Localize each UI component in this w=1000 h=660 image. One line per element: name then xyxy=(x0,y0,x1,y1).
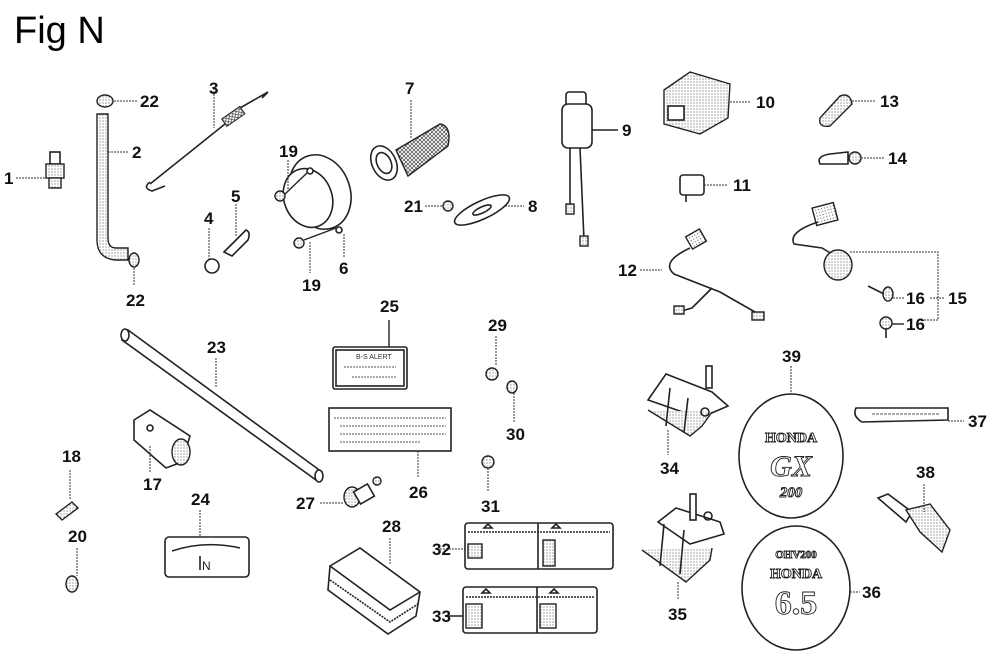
part-34-mount[interactable] xyxy=(646,365,730,437)
part-39-emblem-gx200[interactable]: HONDA GX 200 xyxy=(738,393,844,519)
part-26-warning-label[interactable] xyxy=(328,407,452,452)
part-22-clamp-bottom[interactable] xyxy=(128,252,140,268)
callout-24: 24 xyxy=(191,490,210,509)
part-18-bolt[interactable] xyxy=(54,501,80,521)
part-19-bolt-bottom[interactable] xyxy=(293,227,337,249)
label-24-letter: N xyxy=(202,559,211,573)
callout-16a: 16 xyxy=(906,289,925,308)
part-12-wire-harness[interactable] xyxy=(668,227,765,321)
callout-17: 17 xyxy=(143,475,162,494)
callout-39: 39 xyxy=(782,347,801,366)
part-14-bulb[interactable] xyxy=(818,151,862,165)
callout-25: 25 xyxy=(380,297,399,316)
part-32-caution-label[interactable] xyxy=(464,522,614,570)
part-7-grip[interactable] xyxy=(366,123,450,184)
callout-19a: 19 xyxy=(279,142,298,161)
callout-2: 2 xyxy=(132,143,141,162)
part-16-key-b[interactable] xyxy=(879,316,893,338)
emblem-36-number: 6.5 xyxy=(775,585,818,622)
callout-20: 20 xyxy=(68,527,87,546)
callout-36: 36 xyxy=(862,583,881,602)
callout-12: 12 xyxy=(618,261,637,280)
part-29-nut[interactable] xyxy=(485,367,499,381)
part-3-spring-rod[interactable] xyxy=(145,91,269,192)
part-20-washer[interactable] xyxy=(65,575,79,593)
part-15-ignition-switch[interactable] xyxy=(792,201,853,281)
callout-16b: 16 xyxy=(906,315,925,334)
callout-6: 6 xyxy=(339,259,348,278)
part-25-alert-label[interactable]: B-S ALERT xyxy=(332,346,408,390)
callout-22a: 22 xyxy=(140,92,159,111)
part-37-strip[interactable] xyxy=(854,407,949,423)
part-8-gasket[interactable] xyxy=(451,189,513,231)
part-4-cap[interactable] xyxy=(204,258,220,274)
part-33-caution-label[interactable] xyxy=(462,586,598,634)
callout-32: 32 xyxy=(432,540,451,559)
callout-34: 34 xyxy=(660,459,679,478)
part-38-spark-plug[interactable] xyxy=(876,493,951,554)
callout-23: 23 xyxy=(207,338,226,357)
part-30-washer[interactable] xyxy=(506,380,518,394)
part-21-nut[interactable] xyxy=(442,200,454,212)
callout-29: 29 xyxy=(488,316,507,335)
callout-28: 28 xyxy=(382,517,401,536)
part-36-emblem-6-5[interactable]: OHV200 HONDA 6.5 xyxy=(741,525,851,651)
part-28-case[interactable] xyxy=(327,547,421,635)
callout-14: 14 xyxy=(888,149,907,168)
callout-8: 8 xyxy=(528,197,537,216)
callout-3: 3 xyxy=(209,79,218,98)
part-9-module[interactable] xyxy=(561,91,593,247)
callout-26: 26 xyxy=(409,483,428,502)
part-1-fitting[interactable] xyxy=(45,151,65,189)
callout-22b: 22 xyxy=(126,291,145,310)
part-17-socket-wrench[interactable] xyxy=(133,409,191,469)
callout-18: 18 xyxy=(62,447,81,466)
part-22-cap-top[interactable] xyxy=(96,94,114,108)
part-35-mount[interactable] xyxy=(641,493,726,583)
callout-5: 5 xyxy=(231,187,240,206)
part-5-knob[interactable] xyxy=(222,229,250,257)
callout-21: 21 xyxy=(404,197,423,216)
emblem-39-model: GX xyxy=(770,450,813,483)
callout-7: 7 xyxy=(405,79,414,98)
callout-31: 31 xyxy=(481,497,500,516)
part-13-socket[interactable] xyxy=(819,94,853,128)
part-11-relay[interactable] xyxy=(679,174,705,202)
part-23-rod[interactable] xyxy=(120,328,324,483)
callout-19b: 19 xyxy=(302,276,321,295)
part-10-rectifier[interactable] xyxy=(663,71,731,135)
callout-13: 13 xyxy=(880,92,899,111)
part-19-bolt-top[interactable] xyxy=(274,171,309,202)
figure-title: Fig N xyxy=(14,10,105,52)
emblem-36-top: OHV200 xyxy=(775,549,817,561)
part-31-clip[interactable] xyxy=(481,455,495,469)
emblem-39-number: 200 xyxy=(779,485,803,501)
callout-9: 9 xyxy=(622,121,631,140)
emblem-36-brand: HONDA xyxy=(770,567,823,582)
callout-30: 30 xyxy=(506,425,525,444)
part-2-fuel-tube[interactable] xyxy=(96,113,129,261)
callout-4: 4 xyxy=(204,209,214,228)
callout-27: 27 xyxy=(296,494,315,513)
part-16-key-a[interactable] xyxy=(867,285,894,302)
callout-35: 35 xyxy=(668,605,687,624)
callout-15: 15 xyxy=(948,289,967,308)
emblem-39-brand: HONDA xyxy=(765,431,818,446)
callout-37: 37 xyxy=(968,412,987,431)
label-25-heading: B-S ALERT xyxy=(356,354,392,361)
part-24-neutral-label[interactable]: N xyxy=(164,536,250,578)
callout-1: 1 xyxy=(4,169,13,188)
leader-15-bracket xyxy=(850,251,939,321)
callout-11: 11 xyxy=(733,176,751,195)
callout-10: 10 xyxy=(756,93,775,112)
callout-33: 33 xyxy=(432,607,451,626)
callout-38: 38 xyxy=(916,463,935,482)
part-27-valve[interactable] xyxy=(343,476,382,508)
